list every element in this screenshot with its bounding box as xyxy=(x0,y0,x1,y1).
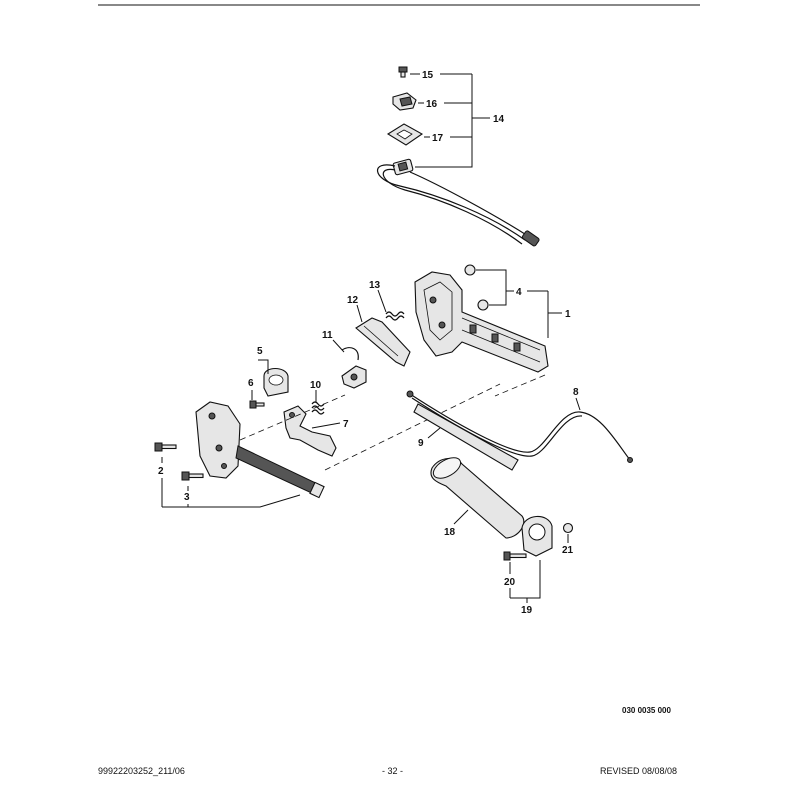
callout-10: 10 xyxy=(310,380,322,391)
callout-9: 9 xyxy=(418,438,424,449)
part-4-nut-bottom xyxy=(477,299,489,311)
part-15-screw xyxy=(398,66,408,78)
part-12-lockout xyxy=(355,317,411,367)
callout-21: 21 xyxy=(562,545,574,556)
part-19-clamp xyxy=(521,515,553,557)
part-21-nut xyxy=(562,522,574,534)
callout-7: 7 xyxy=(343,419,349,430)
callout-4: 4 xyxy=(516,287,522,298)
callout-14: 14 xyxy=(493,114,505,125)
switch-with-wires xyxy=(376,158,540,247)
assembly-line-a xyxy=(324,383,501,471)
part-17-gasket xyxy=(386,123,424,146)
callout-12: 12 xyxy=(347,295,359,306)
footer-page-number: - 32 - xyxy=(382,766,404,776)
callout-3: 3 xyxy=(184,492,190,503)
drawing-code: 030 0035 000 xyxy=(622,706,671,715)
assembly-line-b xyxy=(239,394,346,441)
part-13-spring xyxy=(385,311,405,321)
callout-13: 13 xyxy=(369,280,381,291)
callout-17: 17 xyxy=(432,133,444,144)
part-18-grip-sleeve xyxy=(430,457,525,539)
footer-revised: REVISED 08/08/08 xyxy=(600,766,678,776)
part-3-screw xyxy=(181,471,204,481)
callout-19: 19 xyxy=(521,605,533,616)
callout-18: 18 xyxy=(444,527,456,538)
callout-1: 1 xyxy=(565,309,571,320)
part-4-nut-top xyxy=(464,264,476,276)
callout-16: 16 xyxy=(426,99,438,110)
part-9-tube xyxy=(413,403,519,471)
part-11-lever xyxy=(341,347,367,389)
callout-20: 20 xyxy=(504,577,516,588)
part-6-screw xyxy=(249,400,265,409)
part-20-bolt xyxy=(503,551,527,561)
callout-8: 8 xyxy=(573,387,579,398)
assembly-line-c xyxy=(494,374,546,397)
callout-15: 15 xyxy=(422,70,434,81)
part-7-trigger xyxy=(283,405,337,457)
part-10-spring xyxy=(311,401,325,415)
footer-doc-number: 99922203252_211/06 xyxy=(98,766,185,776)
part-16-nut xyxy=(392,92,417,111)
part-1-handle-housing xyxy=(414,271,549,373)
callout-11: 11 xyxy=(322,330,333,341)
callout-5: 5 xyxy=(257,346,263,357)
part-5-clamp xyxy=(263,367,289,397)
callout-6: 6 xyxy=(248,378,254,389)
handle-half-with-shaft xyxy=(195,401,325,499)
callout-2: 2 xyxy=(158,466,164,477)
part-2-screw xyxy=(154,442,177,452)
